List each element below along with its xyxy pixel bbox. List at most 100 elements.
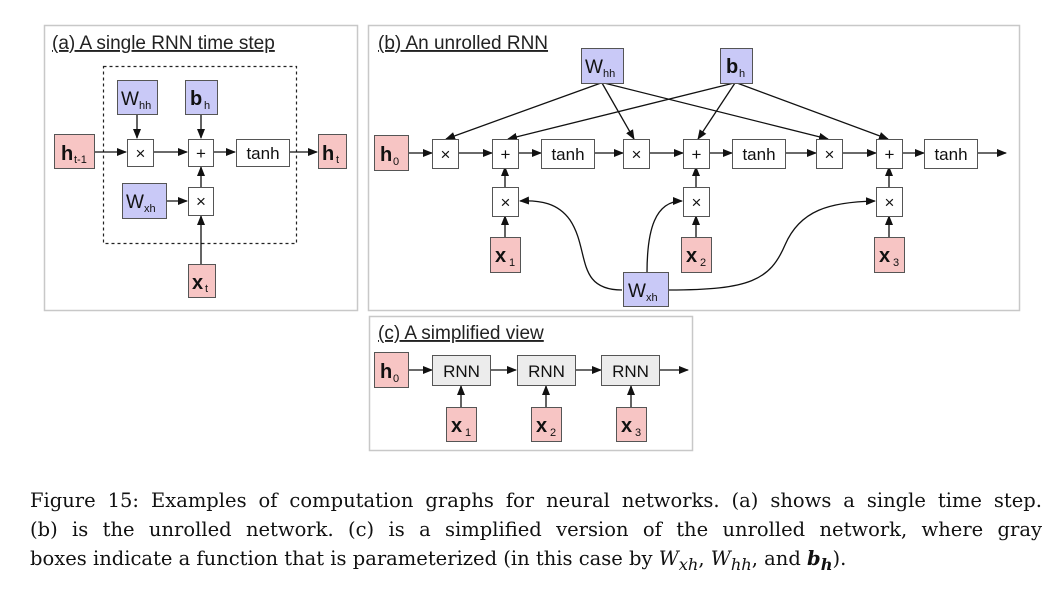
- svg-text:3: 3: [635, 427, 641, 439]
- svg-text:h: h: [739, 68, 745, 80]
- op-multiply-hidden-2: ×: [623, 139, 650, 169]
- rnn-cell-boundary: [102, 65, 298, 245]
- op-tanh-1: tanh: [541, 139, 595, 169]
- svg-text:W: W: [126, 192, 144, 213]
- panel-b-title: (b) An unrolled RNN: [378, 33, 548, 54]
- op-add-3: +: [876, 139, 903, 169]
- svg-text:×: ×: [885, 193, 895, 212]
- node-x-t: x t: [188, 264, 216, 298]
- svg-text:RNN: RNN: [528, 362, 565, 381]
- math-w-xh: Wxh: [658, 547, 699, 574]
- svg-text:t-1: t-1: [74, 154, 87, 166]
- figure-caption: Figure 15: Examples of computation graph…: [30, 486, 1050, 579]
- node-h-t: h t: [318, 134, 347, 169]
- svg-text:×: ×: [632, 145, 642, 164]
- svg-text:h: h: [380, 144, 392, 166]
- node-x1: x 1: [446, 407, 477, 442]
- op-multiply-input-1: ×: [492, 187, 519, 217]
- caption-line-3-text: boxes indicate a function that is parame…: [30, 547, 659, 570]
- edge-whh-mul1: [445, 82, 602, 140]
- node-x3: x 3: [874, 237, 905, 273]
- edge-bh-add1: [507, 82, 735, 141]
- svg-text:RNN: RNN: [443, 362, 480, 381]
- node-x2: x 2: [681, 237, 712, 273]
- rnn-cell-1: RNN: [432, 355, 491, 386]
- edge-wxh-mulx1: [519, 196, 623, 291]
- svg-text:+: +: [885, 145, 895, 164]
- svg-text:h: h: [380, 361, 392, 383]
- panel-b: (b) An unrolled RNN: [367, 24, 1021, 312]
- svg-text:b: b: [726, 56, 738, 78]
- svg-text:xh: xh: [144, 203, 156, 215]
- svg-text:×: ×: [501, 193, 511, 212]
- panel-c-edges: [408, 366, 689, 407]
- node-h0: h 0: [374, 352, 409, 388]
- node-h0: h 0: [374, 135, 409, 171]
- node-x3: x 3: [616, 407, 647, 442]
- rnn-diagram: (a) A single RNN time step h t-1 W hh: [43, 24, 1021, 452]
- caption-line-2: (b) is the unrolled network. (c) is a si…: [30, 518, 1042, 541]
- svg-text:×: ×: [136, 144, 146, 163]
- svg-text:tanh: tanh: [934, 145, 967, 164]
- op-multiply-input-2: ×: [683, 187, 710, 217]
- svg-text:W: W: [585, 57, 603, 78]
- node-w-xh: W xh: [122, 183, 167, 219]
- svg-text:+: +: [692, 145, 702, 164]
- op-multiply-hidden-3: ×: [816, 139, 843, 169]
- svg-text:x: x: [686, 245, 697, 267]
- svg-text:h: h: [61, 143, 73, 165]
- edge-bh-add2: [697, 82, 736, 140]
- edge-whh-mul2: [601, 82, 635, 140]
- panel-a-title: (a) A single RNN time step: [52, 33, 275, 54]
- svg-text:3: 3: [893, 257, 899, 269]
- svg-text:x: x: [495, 245, 506, 267]
- edge-wxh-mulx2: [646, 197, 683, 274]
- rnn-cell-2: RNN: [517, 355, 576, 386]
- svg-text:b: b: [190, 88, 202, 110]
- svg-text:tanh: tanh: [551, 145, 584, 164]
- node-w-xh: W xh: [623, 272, 669, 307]
- svg-text:xh: xh: [646, 292, 658, 304]
- math-b-h: bh: [807, 547, 833, 574]
- svg-text:+: +: [196, 144, 206, 163]
- svg-text:+: +: [501, 145, 511, 164]
- panel-c: (c) A simplified view h 0 RNN RNN RNN: [368, 315, 694, 452]
- svg-text:t: t: [336, 154, 339, 166]
- node-w-hh: W hh: [117, 80, 158, 115]
- svg-text:x: x: [621, 415, 632, 437]
- svg-text:1: 1: [509, 257, 515, 269]
- node-w-hh: W hh: [581, 48, 624, 84]
- edge-bh-add3: [736, 82, 889, 140]
- panel-a: (a) A single RNN time step h t-1 W hh: [43, 24, 359, 312]
- op-multiply-hidden: ×: [127, 139, 154, 167]
- svg-text:×: ×: [196, 192, 206, 211]
- node-b-h: b h: [185, 80, 218, 115]
- svg-text:x: x: [192, 272, 203, 294]
- svg-text:0: 0: [393, 373, 399, 385]
- node-b-h: b h: [720, 48, 753, 84]
- svg-text:2: 2: [550, 427, 556, 439]
- node-h-prev: h t-1: [54, 134, 95, 169]
- svg-text:x: x: [536, 415, 547, 437]
- svg-text:x: x: [451, 415, 462, 437]
- caption-line-1: Figure 15: Examples of computation graph…: [30, 489, 1042, 512]
- svg-text:1: 1: [465, 427, 471, 439]
- svg-text:W: W: [628, 281, 646, 302]
- svg-text:h: h: [322, 143, 334, 165]
- svg-text:tanh: tanh: [742, 145, 775, 164]
- svg-text:2: 2: [700, 257, 706, 269]
- op-add-2: +: [683, 139, 710, 169]
- svg-text:tanh: tanh: [246, 144, 279, 163]
- svg-text:RNN: RNN: [612, 362, 649, 381]
- rnn-cell-3: RNN: [601, 355, 660, 386]
- svg-text:x: x: [879, 245, 890, 267]
- svg-text:0: 0: [393, 156, 399, 168]
- op-tanh: tanh: [236, 139, 290, 167]
- op-multiply-input: ×: [188, 187, 214, 216]
- panel-b-edges: [408, 82, 1007, 291]
- panel-c-title: (c) A simplified view: [378, 323, 544, 344]
- op-add-1: +: [492, 139, 519, 169]
- svg-text:×: ×: [441, 145, 451, 164]
- op-tanh-2: tanh: [732, 139, 786, 169]
- svg-text:hh: hh: [603, 68, 615, 80]
